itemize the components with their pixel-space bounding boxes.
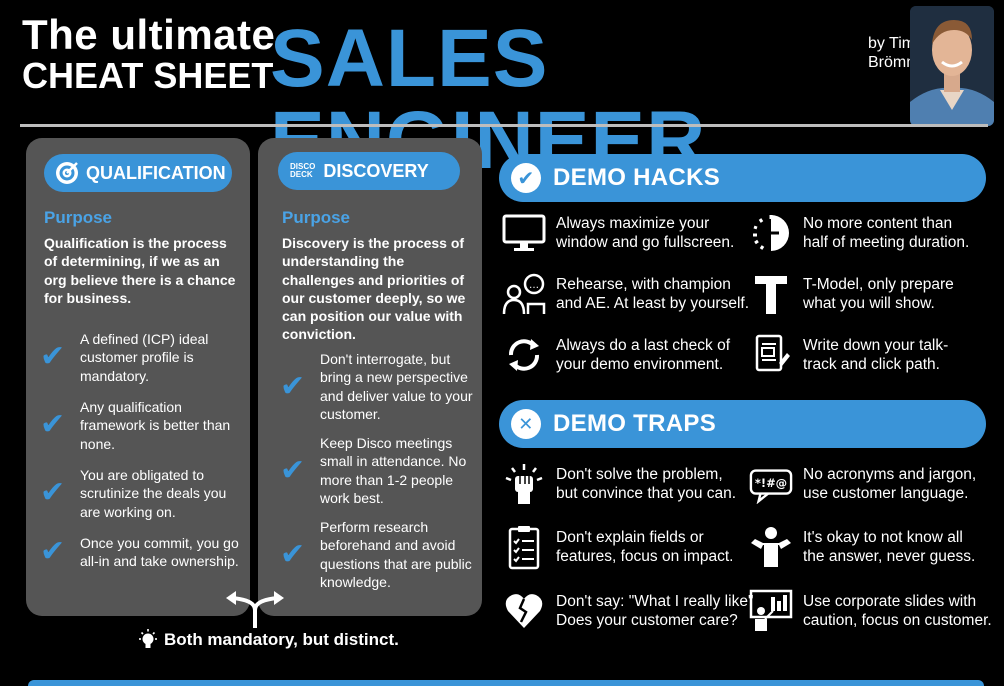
- list-item: ✔Keep Disco meetings small in attendance…: [280, 435, 467, 506]
- demo-traps-title: DEMO TRAPS: [553, 410, 717, 437]
- check-icon: ✔: [280, 369, 306, 403]
- split-arrow-icon: [222, 588, 288, 633]
- bottom-bar: [28, 680, 984, 686]
- check-icon: ✔: [40, 476, 66, 510]
- half-clock-icon: [749, 211, 793, 255]
- check-icon: ✔: [280, 453, 306, 487]
- qualification-pill: QUALIFICATION: [44, 154, 232, 192]
- check-icon: ✔: [40, 408, 66, 442]
- fist-icon: [502, 462, 546, 506]
- script-icon: [749, 333, 793, 377]
- target-icon: [54, 160, 80, 186]
- demo-hacks-header: ✔ DEMO HACKS: [499, 154, 986, 202]
- trap-item: *!#@ No acronyms and jargon,use customer…: [749, 462, 976, 506]
- discovery-purpose-heading: Purpose: [282, 208, 351, 227]
- discovery-purpose-text: Discovery is the process of understandin…: [282, 235, 466, 343]
- check-icon: ✔: [40, 340, 66, 374]
- byline-line-1: by Tim: [868, 35, 916, 52]
- broken-heart-icon: [502, 589, 546, 633]
- discovery-label: DISCOVERY: [323, 160, 429, 181]
- presentation-icon: [749, 589, 793, 633]
- monitor-icon: [502, 211, 546, 255]
- rehearse-icon: …: [502, 272, 546, 316]
- check-icon: ✔: [280, 537, 306, 571]
- checklist-icon: [502, 525, 546, 570]
- t-model-icon: [749, 272, 793, 316]
- header-divider: [20, 124, 988, 127]
- hack-item: Write down your talk-track and click pat…: [749, 333, 948, 377]
- trap-item: Don't solve the problem,but convince tha…: [502, 462, 736, 506]
- title-line-1: The ultimate: [22, 11, 276, 58]
- list-item: ✔Don't interrogate, but bring a new pers…: [280, 351, 473, 422]
- qualification-purpose-heading: Purpose: [44, 208, 113, 227]
- svg-text:…: …: [529, 280, 539, 291]
- qualification-card: QUALIFICATION Purpose Qualification is t…: [26, 138, 250, 616]
- refresh-icon: [502, 333, 546, 377]
- list-item: ✔You are obligated to scrutinize the dea…: [40, 467, 227, 520]
- qualification-label: QUALIFICATION: [86, 162, 226, 183]
- list-item: ✔Any qualification framework is better t…: [40, 399, 231, 452]
- list-item: ✔Once you commit, you go all-in and take…: [40, 535, 239, 570]
- footer-note: Both mandatory, but distinct.: [136, 628, 399, 652]
- title-line-2: CHEAT SHEET: [22, 55, 274, 96]
- title-small: The ultimate CHEAT SHEET: [22, 14, 275, 94]
- demo-traps-header: ✕ DEMO TRAPS: [499, 400, 986, 448]
- x-circle-icon: ✕: [511, 409, 541, 439]
- qualification-purpose-text: Qualification is the process of determin…: [44, 235, 236, 306]
- check-icon: ✔: [40, 535, 66, 569]
- demo-hacks-title: DEMO HACKS: [553, 164, 721, 191]
- lightbulb-icon: [136, 628, 160, 652]
- list-item: ✔A defined (ICP) ideal customer profile …: [40, 331, 209, 384]
- trap-item: Don't say: "What I really like"Does your…: [502, 589, 753, 633]
- list-item: ✔Perform research beforehand and avoid q…: [280, 519, 472, 590]
- jargon-icon: *!#@: [749, 462, 793, 506]
- svg-text:*!#@: *!#@: [755, 476, 787, 490]
- footer-text: Both mandatory, but distinct.: [164, 630, 399, 649]
- check-circle-icon: ✔: [511, 163, 541, 193]
- shrug-icon: [749, 525, 793, 569]
- author-avatar: [910, 6, 994, 126]
